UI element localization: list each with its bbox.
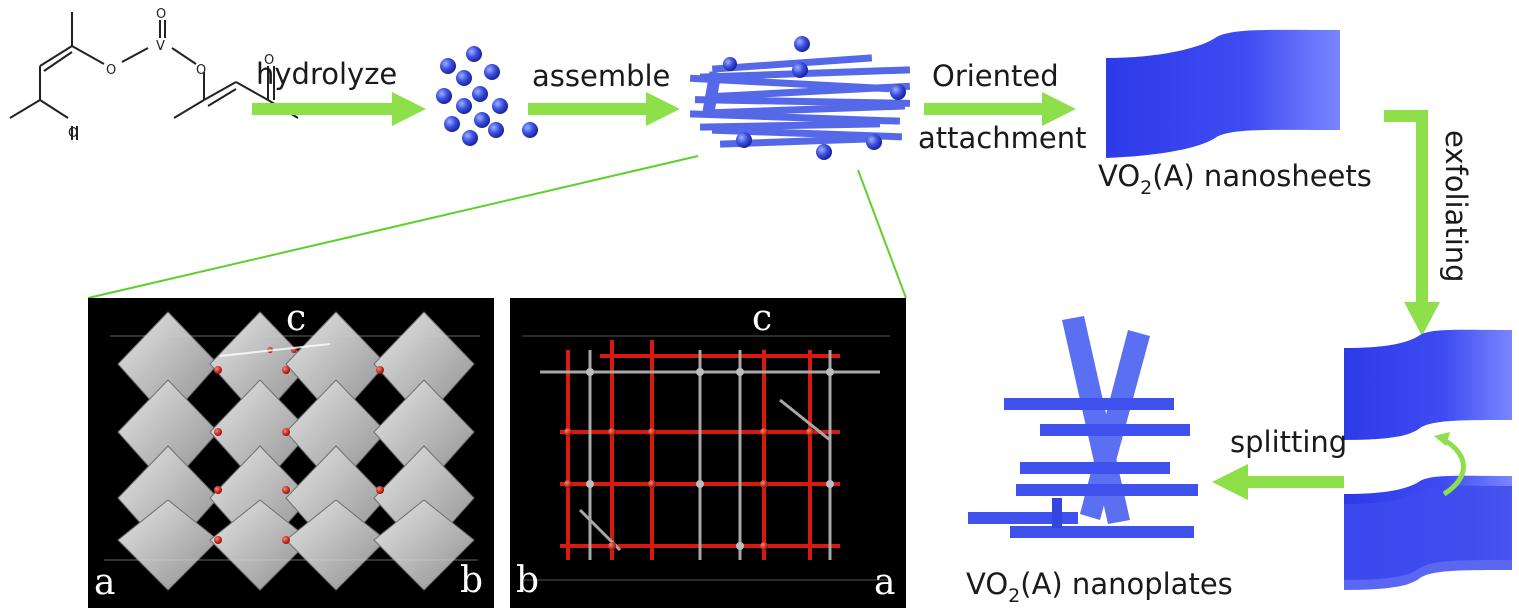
hydrolyze-arrow	[252, 92, 426, 126]
exfoliated-sheets-bottom	[1344, 475, 1512, 590]
attachment-label: attachment	[918, 121, 1086, 155]
oriented-attachment-arrow	[924, 92, 1076, 126]
right-panel-axis-b: b	[516, 560, 539, 601]
oxygen-atom-label: O	[196, 63, 206, 78]
crystal-polyhedral-panel	[88, 298, 494, 608]
nanoparticle-cluster	[436, 46, 538, 146]
nanoplates	[968, 316, 1198, 538]
left-panel-axis-b: b	[460, 560, 483, 601]
curl-arrow	[1442, 437, 1466, 497]
oxygen-atom-label: O	[106, 63, 116, 78]
vanadium-atom-label: V	[156, 39, 165, 54]
oxygen-atom-label: O	[68, 126, 78, 141]
crystal-ball-stick-panel	[510, 298, 906, 608]
exfoliating-label: exfoliating	[1439, 130, 1473, 283]
assemble-label: assemble	[532, 59, 670, 93]
right-panel-axis-a: a	[874, 562, 895, 603]
vanadyl-acetylacetonate-molecule	[9, 12, 299, 140]
hydrolyze-label: hydrolyze	[256, 57, 397, 91]
oxygen-atom-label: O	[156, 7, 166, 22]
right-panel-axis-c: c	[752, 298, 772, 339]
zoom-line-left	[87, 155, 699, 299]
nanoplates-label: VO2(A) nanoplates	[966, 567, 1233, 607]
left-panel-axis-c: c	[286, 298, 306, 339]
nanosheets-label: VO2(A) nanosheets	[1098, 159, 1372, 199]
splitting-label: splitting	[1230, 425, 1347, 459]
oxygen-atom-label: O	[264, 53, 274, 68]
oriented-label: Oriented	[932, 59, 1059, 93]
exfoliated-sheet-top	[1344, 329, 1512, 440]
assemble-arrow	[528, 92, 680, 126]
curl-arrow-head	[1434, 432, 1450, 446]
zoom-line-right	[857, 169, 907, 299]
nanorod-bundle	[689, 36, 911, 160]
splitting-arrow	[1212, 464, 1344, 500]
nanosheet	[1106, 29, 1340, 159]
exfoliating-arrow	[1384, 110, 1440, 336]
left-panel-axis-a: a	[94, 562, 115, 603]
